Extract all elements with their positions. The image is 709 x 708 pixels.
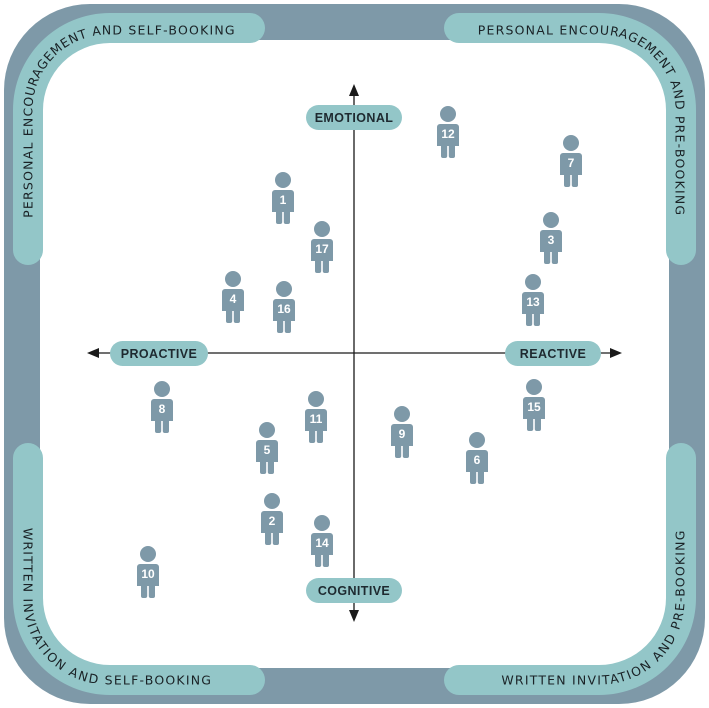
person-head <box>264 493 280 509</box>
person-icon <box>437 124 459 158</box>
axis-text-reactive: REACTIVE <box>520 347 586 361</box>
person-number: 11 <box>310 412 323 426</box>
arrow-right-icon <box>610 348 622 358</box>
person-figure: 9 <box>391 406 413 458</box>
person-head <box>563 135 579 151</box>
axis-pill-top <box>306 105 402 130</box>
person-number: 13 <box>526 295 540 309</box>
axis-pill-left <box>110 341 208 366</box>
person-head <box>543 212 559 228</box>
person-icon <box>540 230 562 264</box>
person-head <box>308 391 324 407</box>
person-number: 17 <box>315 242 329 256</box>
person-number: 14 <box>315 536 329 550</box>
person-icon <box>256 440 278 474</box>
person-number: 10 <box>141 567 155 581</box>
person-figure: 15 <box>523 379 545 431</box>
person-number: 15 <box>527 400 541 414</box>
person-figure: 12 <box>437 106 459 158</box>
person-head <box>314 515 330 531</box>
person-figure: 4 <box>222 271 244 323</box>
person-head <box>469 432 485 448</box>
person-figure: 16 <box>273 281 295 333</box>
person-head <box>275 172 291 188</box>
person-number: 2 <box>269 514 276 528</box>
axis-label-right: REACTIVE <box>505 341 601 366</box>
person-icon <box>261 511 283 545</box>
axis-label-left: PROACTIVE <box>110 341 208 366</box>
person-head <box>525 274 541 290</box>
axis-text-emotional: EMOTIONAL <box>315 111 394 125</box>
arrow-left-icon <box>87 348 99 358</box>
person-figure: 14 <box>311 515 333 567</box>
person-icon <box>151 399 173 433</box>
person-number: 6 <box>474 453 481 467</box>
person-number: 9 <box>399 427 406 441</box>
person-figure: 17 <box>311 221 333 273</box>
person-icon <box>273 299 295 333</box>
person-number: 4 <box>230 292 237 306</box>
person-figure: 1 <box>272 172 294 224</box>
person-number: 8 <box>159 402 166 416</box>
person-figure: 7 <box>560 135 582 187</box>
person-head <box>276 281 292 297</box>
person-icon <box>391 424 413 458</box>
axis-text-cognitive: COGNITIVE <box>318 584 390 598</box>
person-icon <box>311 533 333 567</box>
axis-label-bottom: COGNITIVE <box>306 578 402 603</box>
person-number: 7 <box>568 156 575 170</box>
person-number: 1 <box>280 193 287 207</box>
person-icon <box>222 289 244 323</box>
person-head <box>259 422 275 438</box>
person-head <box>314 221 330 237</box>
person-icon <box>137 564 159 598</box>
person-icon <box>523 397 545 431</box>
person-number: 16 <box>277 302 291 316</box>
person-icon <box>522 292 544 326</box>
axis-pill-right <box>505 341 601 366</box>
person-icon <box>466 450 488 484</box>
person-head <box>154 381 170 397</box>
person-figure: 10 <box>137 546 159 598</box>
person-figure: 11 <box>305 391 327 443</box>
person-number: 12 <box>441 127 455 141</box>
person-head <box>394 406 410 422</box>
person-head <box>526 379 542 395</box>
person-figure: 8 <box>151 381 173 433</box>
arrow-down-icon <box>349 610 359 622</box>
person-icon <box>560 153 582 187</box>
person-figure: 5 <box>256 422 278 474</box>
person-figure: 13 <box>522 274 544 326</box>
axis-text-proactive: PROACTIVE <box>121 347 198 361</box>
person-head <box>140 546 156 562</box>
person-head <box>440 106 456 122</box>
axis-label-top: EMOTIONAL <box>306 105 402 130</box>
person-head <box>225 271 241 287</box>
person-figure: 2 <box>261 493 283 545</box>
person-icon <box>305 409 327 443</box>
person-figure: 6 <box>466 432 488 484</box>
arrow-up-icon <box>349 84 359 96</box>
person-icon <box>311 239 333 273</box>
person-figure: 3 <box>540 212 562 264</box>
person-number: 3 <box>548 233 555 247</box>
person-icon <box>272 190 294 224</box>
person-number: 5 <box>264 443 271 457</box>
axis-pill-bottom <box>306 578 402 603</box>
